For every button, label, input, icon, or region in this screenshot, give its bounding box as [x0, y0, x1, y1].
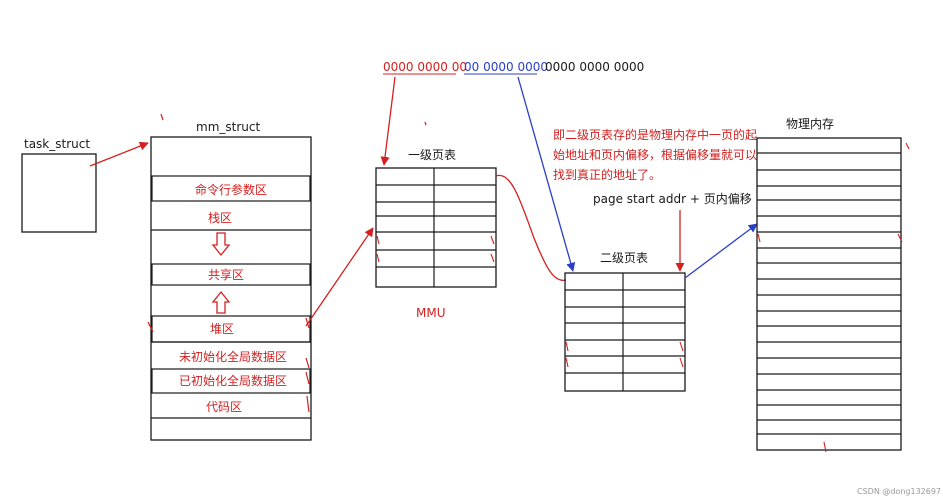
mm-struct-box — [150, 136, 312, 441]
red-tick-marks — [376, 235, 495, 263]
region-label-data: 已初始化全局数据区 — [179, 373, 287, 388]
level2-table-box — [564, 272, 686, 392]
region-label-stack: 栈区 — [208, 210, 232, 225]
level2-row-dividers — [565, 289, 685, 374]
mm-struct-node: mm_struct 命令行参数区 栈区 共享区 堆区 未初始化全局数据区 已初始… — [147, 120, 312, 441]
region-box-cmdline — [151, 175, 311, 202]
annotation-formula: page start addr + 页内偏移 — [593, 191, 752, 206]
curve-level1-to-level2 — [495, 174, 567, 281]
physical-memory: 物理内存 — [756, 117, 910, 453]
arrow-task-to-mm — [89, 141, 149, 167]
mmu-label: MMU — [416, 306, 446, 320]
level2-label: 二级页表 — [600, 251, 648, 265]
region-box-bss — [151, 368, 311, 394]
region-label-text: 代码区 — [206, 400, 242, 414]
address-part-level1: 0000 0000 00 — [383, 60, 467, 74]
red-tick-marks — [565, 341, 684, 368]
level1-table-box — [375, 167, 497, 288]
level1-label: 一级页表 — [408, 148, 456, 162]
task-struct-label: task_struct — [24, 137, 90, 151]
arrow-heap-to-level1 — [305, 227, 374, 327]
physical-memory-box — [756, 137, 902, 451]
arrow-level2-to-memory — [684, 223, 758, 279]
virtual-address: 0000 0000 00 00 0000 0000 0000 0000 0000 — [383, 60, 644, 75]
stray-marks — [160, 113, 427, 126]
annotation-line3: 找到真正的地址了。 — [553, 167, 661, 182]
region-label-shared: 共享区 — [208, 267, 244, 282]
annotation: 即二级页表存的是物理内存中一页的起 始地址和页内偏移，根据偏移量就可以 找到真正… — [553, 127, 757, 206]
memory-row-dividers — [757, 152, 901, 435]
level2-page-table: 二级页表 — [564, 251, 686, 392]
address-part-offset: 0000 0000 0000 — [545, 60, 644, 74]
arrow-address-to-level1 — [380, 76, 396, 166]
region-label-bss: 未初始化全局数据区 — [179, 349, 287, 364]
watermark: CSDN @dong132697 — [857, 487, 941, 496]
level1-page-table: 一级页表 MMU — [375, 148, 497, 320]
region-label-heap: 堆区 — [210, 322, 234, 336]
level1-row-dividers — [376, 184, 496, 268]
red-tick-marks — [757, 142, 910, 453]
mm-struct-label: mm_struct — [196, 120, 260, 134]
arrow-address-to-level2 — [517, 76, 576, 272]
heap-grow-up-icon — [211, 290, 231, 314]
annotation-line2: 始地址和页内偏移，根据偏移量就可以 — [553, 147, 757, 162]
task-struct-box — [21, 153, 97, 233]
region-box-shared — [151, 263, 311, 286]
region-label-cmdline: 命令行参数区 — [195, 182, 267, 197]
annotation-line1: 即二级页表存的是物理内存中一页的起 — [553, 127, 757, 142]
physical-memory-label: 物理内存 — [786, 117, 834, 131]
stack-grow-down-icon — [211, 232, 231, 257]
task-struct-node: task_struct — [21, 137, 97, 233]
address-part-level2: 00 0000 0000 — [464, 60, 548, 74]
